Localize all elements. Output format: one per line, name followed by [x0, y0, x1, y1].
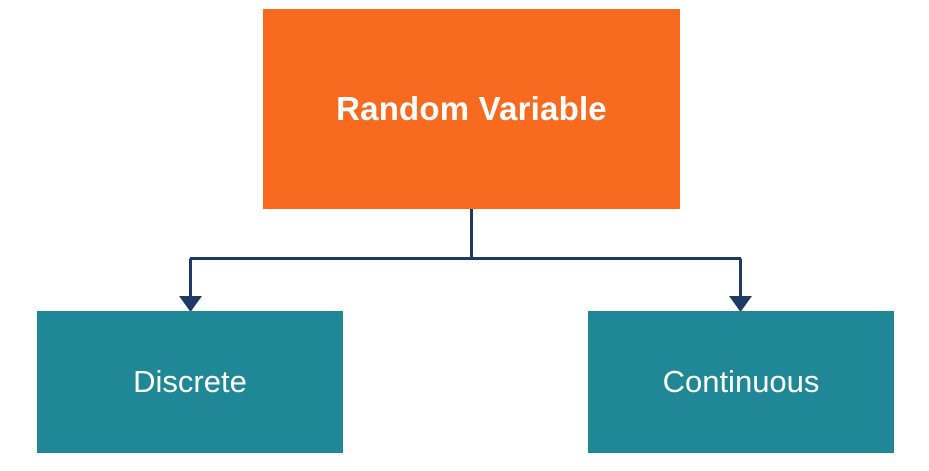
node-random-variable[interactable]: Random Variable: [263, 9, 680, 209]
arrowhead-right-icon: [729, 296, 752, 312]
node-discrete-label: Discrete: [133, 363, 247, 399]
node-random-variable-label: Random Variable: [336, 89, 607, 127]
node-continuous-label: Continuous: [662, 363, 820, 399]
node-continuous[interactable]: Continuous: [588, 311, 894, 453]
node-discrete[interactable]: Discrete: [37, 311, 343, 453]
arrowhead-left-icon: [179, 296, 202, 312]
